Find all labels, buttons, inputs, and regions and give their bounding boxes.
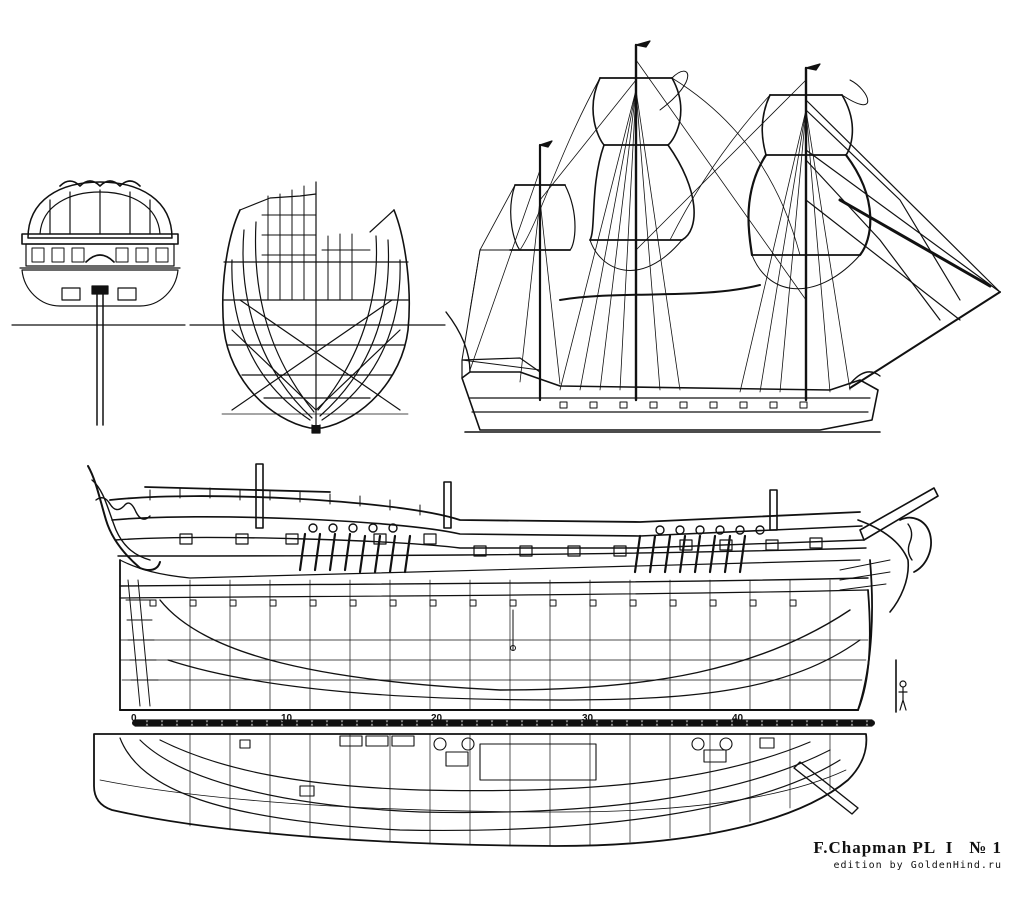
scale-label: 20 — [431, 713, 443, 724]
stern-view — [11, 180, 186, 426]
sheer-plan — [87, 463, 939, 713]
plate-caption: F.Chapman PL I № 1 edition by GoldenHind… — [813, 838, 1002, 871]
edition-credit: edition by GoldenHind.ru — [833, 860, 1002, 871]
scale-label: 40 — [732, 713, 744, 724]
body-plan — [189, 181, 446, 434]
plate-title: F.Chapman PL I № 1 — [813, 838, 1002, 857]
scale-label: 10 — [281, 713, 293, 724]
scale-labels: 0 10 20 30 40 — [131, 713, 744, 724]
scale-label: 0 — [131, 713, 137, 724]
scale-bar — [132, 719, 875, 727]
sail-plan — [445, 40, 1001, 433]
scale-label: 30 — [582, 713, 594, 724]
half-breadth-plan — [93, 733, 868, 847]
